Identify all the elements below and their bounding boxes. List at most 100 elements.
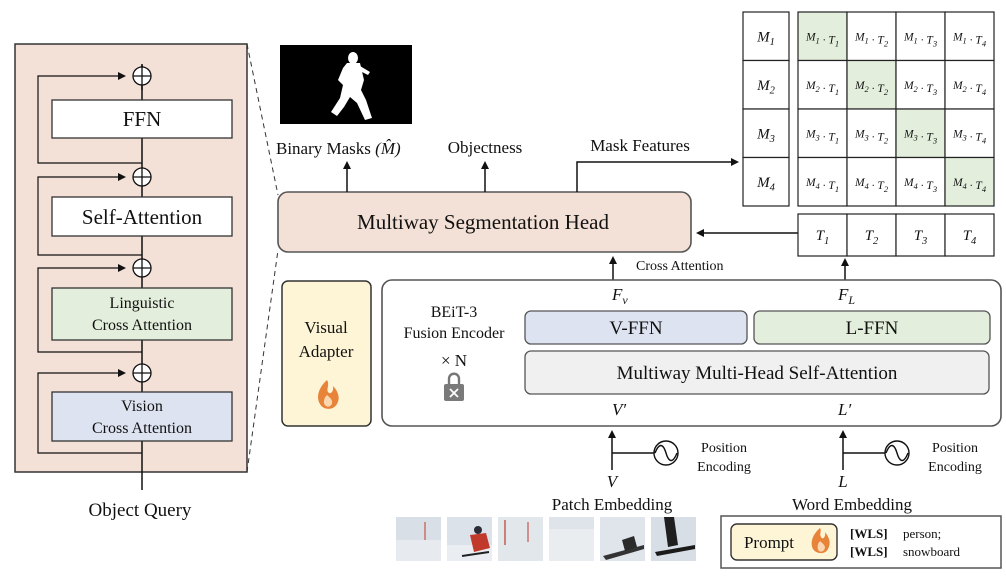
svg-text:M4 · T2: M4 · T2 <box>854 177 889 194</box>
svg-text:M2 · T4: M2 · T4 <box>952 80 987 97</box>
text-token-cell: T3 <box>895 213 946 257</box>
position-encoding-v-line1: Position <box>701 441 747 456</box>
image-patch <box>447 517 492 561</box>
similarity-cell: M3 · T1 <box>797 108 848 159</box>
image-patch <box>600 517 645 561</box>
decoder-panel: FFN Self-Attention Linguistic Cross Atte… <box>14 43 248 490</box>
position-encoding-l-line1: Position <box>932 441 978 456</box>
image-patches <box>396 517 696 561</box>
sine-wave-icon <box>884 440 910 466</box>
similarity-cell: M1 · T2 <box>846 11 897 62</box>
encoder-name-line2: Fusion Encoder <box>404 325 506 342</box>
text-token-cell: T2 <box>846 213 897 257</box>
svg-text:T4: T4 <box>963 228 977 247</box>
similarity-cell: M1 · T1 <box>797 11 848 62</box>
vision-label-line2: Cross Attention <box>92 420 192 437</box>
l-ffn-box <box>753 310 991 345</box>
encoder-repeat-label: × N <box>441 351 467 370</box>
wls-word: snowboard <box>903 544 961 559</box>
svg-text:M3 · T1: M3 · T1 <box>805 128 839 145</box>
l-prime-label: L′ <box>837 400 851 419</box>
mask-row-label-cell: M4 <box>742 156 790 207</box>
linguistic-label-line2: Cross Attention <box>92 317 192 334</box>
similarity-cell: M3 · T2 <box>846 108 897 159</box>
svg-text:M2 · T1: M2 · T1 <box>805 80 839 97</box>
word-embedding-label: Word Embedding <box>792 495 912 514</box>
binary-masks-label: Binary Masks (M̂) <box>276 139 401 158</box>
wls-token: [WLS] <box>850 526 888 541</box>
flame-icon <box>318 380 339 409</box>
v-input-label: V <box>607 472 620 491</box>
self-attention-box <box>51 196 233 237</box>
v-ffn-label: V-FFN <box>609 318 662 339</box>
sine-wave-icon <box>653 440 679 466</box>
similarity-cell: M3 · T4 <box>944 108 995 159</box>
linguistic-label-line1: Linguistic <box>110 295 175 312</box>
linguistic-cross-attention-box <box>51 287 233 341</box>
svg-text:M3: M3 <box>756 126 775 145</box>
text-token-cell: T4 <box>944 213 995 257</box>
image-patch <box>396 517 441 561</box>
fv-label: Fv <box>611 285 628 307</box>
position-encoding-v-line2: Encoding <box>697 460 751 475</box>
visual-adapter-label-line1: Visual <box>304 318 348 337</box>
lock-icon <box>444 372 464 401</box>
segmentation-head-label: Multiway Segmentation Head <box>357 210 609 234</box>
similarity-cell: M1 · T4 <box>944 11 995 62</box>
svg-text:M3 · T4: M3 · T4 <box>952 128 987 145</box>
svg-text:M3 · T2: M3 · T2 <box>854 128 889 145</box>
similarity-cell: M2 · T4 <box>944 59 995 110</box>
similarity-cell: M4 · T4 <box>944 156 995 207</box>
svg-text:M4 · T3: M4 · T3 <box>903 177 937 194</box>
zoom-line <box>246 43 279 196</box>
svg-text:M3 · T3: M3 · T3 <box>903 128 937 145</box>
add-circle-icon <box>132 167 152 187</box>
similarity-cell: M2 · T1 <box>797 59 848 110</box>
v-ffn-box <box>524 310 748 345</box>
zoom-line <box>246 249 279 473</box>
svg-text:M1: M1 <box>756 29 775 48</box>
add-circle-icon <box>132 363 152 383</box>
mask-row-label-cell: M1 <box>742 11 790 62</box>
similarity-cell: M4 · T2 <box>846 156 897 207</box>
patch-embedding-label: Patch Embedding <box>552 495 673 514</box>
mhsa-box <box>524 350 990 395</box>
similarity-cell: M1 · T3 <box>895 11 946 62</box>
visual-adapter-box <box>281 280 372 427</box>
image-patch <box>651 517 696 561</box>
svg-text:M1 · T3: M1 · T3 <box>903 31 937 48</box>
wls-word: person; <box>903 526 941 541</box>
ffn-label: FFN <box>123 107 162 131</box>
ffn-box <box>51 99 233 139</box>
similarity-cell: M2 · T2 <box>846 59 897 110</box>
mask-row-label-cell: M2 <box>742 59 790 110</box>
svg-text:M2 · T3: M2 · T3 <box>903 80 937 97</box>
visual-adapter-label-line2: Adapter <box>299 342 354 361</box>
self-attention-label: Self-Attention <box>82 205 203 229</box>
svg-text:M4: M4 <box>756 175 776 194</box>
flame-icon <box>811 528 830 554</box>
svg-text:M4 · T4: M4 · T4 <box>952 177 987 194</box>
l-ffn-label: L-FFN <box>846 318 899 339</box>
svg-text:M4 · T1: M4 · T1 <box>805 177 839 194</box>
prompt-box <box>730 523 838 561</box>
mask-features-label: Mask Features <box>590 136 690 155</box>
encoder-name-line1: BEiT-3 <box>431 304 478 321</box>
objectness-label: Objectness <box>448 138 523 157</box>
image-patch <box>549 517 594 561</box>
vision-label-line1: Vision <box>121 398 163 415</box>
svg-text:M1 · T2: M1 · T2 <box>854 31 889 48</box>
add-circle-icon <box>132 66 152 86</box>
similarity-cell: M2 · T3 <box>895 59 946 110</box>
svg-text:T2: T2 <box>865 228 879 247</box>
v-prime-label: V′ <box>612 400 626 419</box>
similarity-cell: M4 · T3 <box>895 156 946 207</box>
svg-text:M1 · T4: M1 · T4 <box>952 31 987 48</box>
svg-text:M2: M2 <box>756 78 776 97</box>
cross-attention-label: Cross Attention <box>636 259 724 274</box>
mhsa-label: Multiway Multi-Head Self-Attention <box>617 363 898 384</box>
svg-text:M2 · T2: M2 · T2 <box>854 80 889 97</box>
svg-text:T3: T3 <box>914 228 928 247</box>
